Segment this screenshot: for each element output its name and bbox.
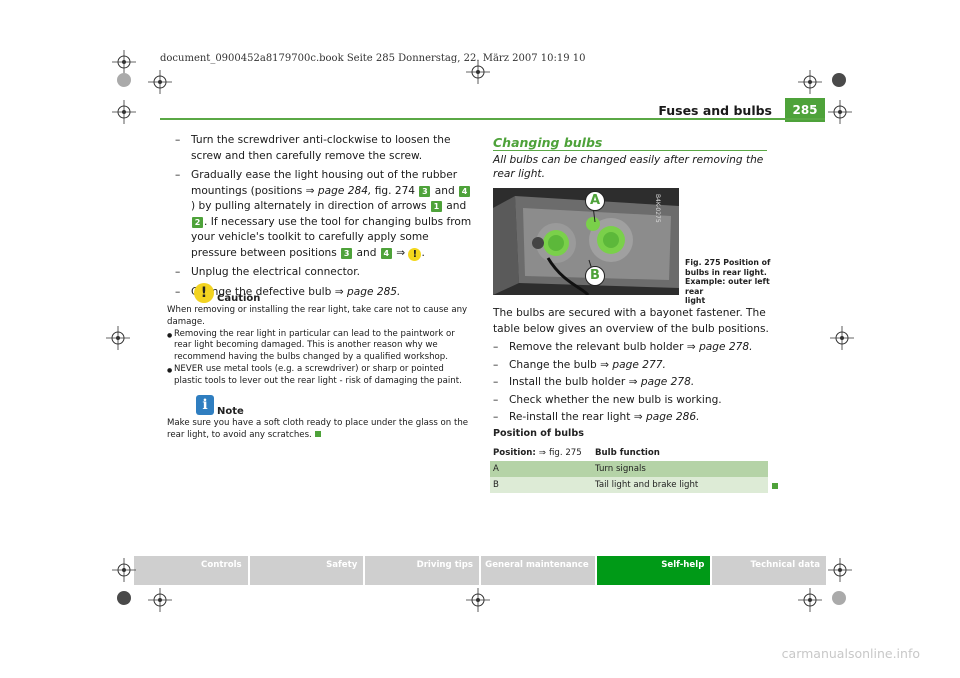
tab-safety[interactable]: Safety — [249, 556, 366, 585]
page-ref-link[interactable]: page 286. — [646, 411, 700, 423]
step-reinstall-light: –Re-install the rear light ⇒ page 286. — [493, 411, 700, 423]
registration-mark-icon — [830, 326, 854, 350]
table-title: Position of bulbs — [493, 428, 584, 439]
registration-mark-icon — [466, 60, 490, 84]
caution-body: When removing or installing the rear lig… — [167, 305, 472, 388]
right-body: The bulbs are secured with a bayonet fas… — [493, 306, 770, 428]
note-text: Make sure you have a soft cloth ready to… — [167, 418, 469, 440]
caution-bullet: NEVER use metal tools (e.g. a screwdrive… — [167, 364, 472, 388]
position-badge-3: 3 — [419, 185, 431, 197]
printer-slug-line: document_0900452a8179700c.book Seite 285… — [160, 53, 586, 64]
registration-mark-icon — [148, 70, 172, 94]
figure-ref-link[interactable]: fig. 275 — [548, 448, 582, 458]
step-loosen-screw: – Turn the screwdriver anti-clockwise to… — [175, 134, 451, 162]
table-row: B Tail light and brake light — [490, 477, 768, 493]
section-end-marker — [314, 430, 321, 437]
table-header-row: Position: ⇒ fig. 275 Bulb function — [490, 445, 768, 461]
header-rule — [160, 118, 825, 120]
registration-mark-icon — [828, 100, 852, 124]
step-check-bulb: –Check whether the new bulb is working. — [493, 393, 722, 406]
chapter-tab-bar: Controls Safety Driving tips General mai… — [134, 556, 827, 585]
section-end-marker — [772, 483, 778, 489]
left-steps: – Turn the screwdriver anti-clockwise to… — [175, 133, 473, 304]
step-change-bulb: –Change the bulb ⇒ page 277. — [493, 358, 666, 371]
tab-controls[interactable]: Controls — [134, 556, 250, 585]
position-header: Position: — [493, 448, 536, 458]
page-ref-link[interactable]: page 278. — [699, 341, 753, 353]
page-ref-link[interactable]: page 285. — [347, 285, 401, 298]
registration-mark-icon — [112, 50, 136, 74]
note-body: Make sure you have a soft cloth ready to… — [167, 418, 472, 442]
page-ref-link[interactable]: page 277. — [612, 358, 666, 371]
callout-a: A — [585, 191, 605, 211]
registration-mark-icon — [798, 588, 822, 612]
registration-dot-icon — [832, 591, 846, 605]
tab-technical-data[interactable]: Technical data — [712, 556, 827, 585]
position-badge-4: 4 — [380, 247, 392, 259]
registration-dot-icon — [117, 73, 131, 87]
caution-paragraph: When removing or installing the rear lig… — [167, 305, 468, 327]
section-lead: All bulbs can be changed easily after re… — [493, 154, 764, 180]
running-header-title: Fuses and bulbs — [658, 103, 772, 118]
registration-mark-icon — [106, 326, 130, 350]
caution-bullet: Removing the rear light in particular ca… — [167, 329, 472, 364]
page-ref-link[interactable]: page 284, — [317, 184, 372, 197]
callout-b: B — [585, 266, 605, 286]
arrow-badge-1: 1 — [430, 201, 442, 212]
position-badge-3: 3 — [341, 247, 353, 259]
step-ease-housing: – Gradually ease the light housing out o… — [175, 169, 472, 261]
caution-icon: ! — [194, 283, 214, 303]
tab-general-maintenance[interactable]: General maintenance — [481, 556, 597, 585]
registration-mark-icon — [466, 588, 490, 612]
figure-caption: Fig. 275 Position of bulbs in rear light… — [685, 258, 771, 305]
caution-ref-icon[interactable]: ! — [408, 247, 422, 261]
registration-mark-icon — [148, 588, 172, 612]
info-icon: i — [196, 395, 214, 415]
position-badge-4: 4 — [459, 185, 471, 197]
step-install-holder: –Install the bulb holder ⇒ page 278. — [493, 376, 695, 388]
bulb-position-table: Position: ⇒ fig. 275 Bulb function A Tur… — [490, 445, 768, 493]
function-header: Bulb function — [595, 448, 660, 458]
site-watermark: carmanualsonline.info — [781, 646, 920, 661]
step-remove-holder: –Remove the relevant bulb holder ⇒ page … — [493, 341, 753, 353]
section-rule — [493, 150, 767, 151]
page-ref-link[interactable]: page 278. — [640, 376, 695, 388]
registration-dot-icon — [832, 73, 846, 87]
caution-title: Caution — [217, 293, 261, 304]
arrow-badge-2: 2 — [192, 216, 203, 228]
figure-code: B4K-0275 — [654, 194, 661, 223]
section-heading: Changing bulbs — [493, 135, 603, 150]
tab-driving-tips[interactable]: Driving tips — [365, 556, 482, 585]
registration-dot-icon — [117, 591, 131, 605]
step-change-bulb: – Change the defective bulb ⇒ page 285. — [175, 285, 401, 298]
note-title: Note — [217, 406, 244, 417]
rear-light-figure: A B B4K-0275 — [493, 188, 679, 295]
registration-mark-icon — [112, 558, 136, 582]
tab-self-help[interactable]: Self-help — [596, 556, 713, 585]
intro-paragraph: The bulbs are secured with a bayonet fas… — [493, 307, 769, 335]
registration-mark-icon — [112, 100, 136, 124]
registration-mark-icon — [828, 558, 852, 582]
step-unplug: – Unplug the electrical connector. — [175, 266, 361, 278]
registration-mark-icon — [798, 70, 822, 94]
table-row: A Turn signals — [490, 461, 768, 477]
